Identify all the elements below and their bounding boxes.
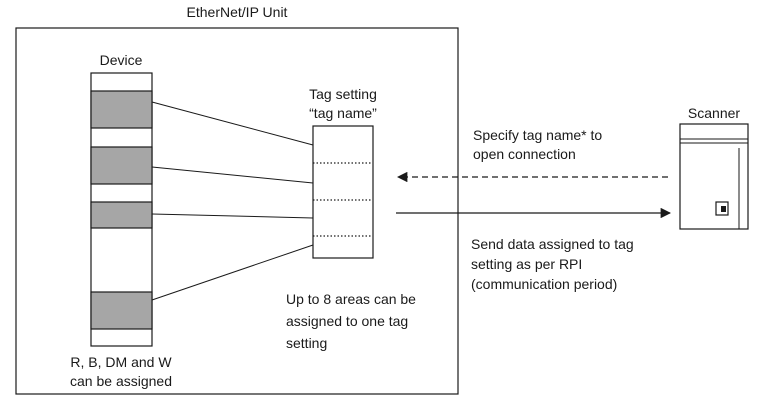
tag-setting-box — [312, 125, 374, 259]
unit-title: EtherNet/IP Unit — [186, 4, 288, 20]
device-title: Device — [99, 52, 143, 68]
response-label-line3: (communication period) — [471, 276, 618, 292]
request-label-line1: Specify tag name* to — [473, 127, 603, 143]
device-area-1 — [90, 90, 153, 129]
connector-line-2 — [151, 166, 314, 184]
request-label-line2: open connection — [473, 146, 576, 162]
ethernet-ip-unit-box — [15, 27, 459, 395]
connector-line-1 — [151, 101, 314, 146]
scanner-device — [679, 123, 749, 230]
response-label-line1: Send data assigned to tag — [471, 236, 634, 252]
tag-setting-note-line3: setting — [286, 335, 328, 351]
device-caption-line1: R, B, DM and W — [70, 354, 172, 370]
device-caption-line2: can be assigned — [70, 373, 172, 389]
response-label-line2: setting as per RPI — [471, 256, 583, 272]
tag-setting-title-line2: “tag name” — [309, 105, 377, 121]
connector-line-4 — [151, 244, 314, 301]
device-area-2 — [90, 146, 153, 185]
tag-setting-note-line2: assigned to one tag — [286, 313, 409, 329]
device-area-3 — [90, 201, 153, 229]
device-area-4 — [90, 291, 153, 330]
scanner-title: Scanner — [687, 105, 741, 121]
tag-setting-title-line1: Tag setting — [309, 86, 377, 102]
connector-line-3 — [151, 213, 314, 219]
tag-setting-note-line1: Up to 8 areas can be — [286, 291, 416, 307]
